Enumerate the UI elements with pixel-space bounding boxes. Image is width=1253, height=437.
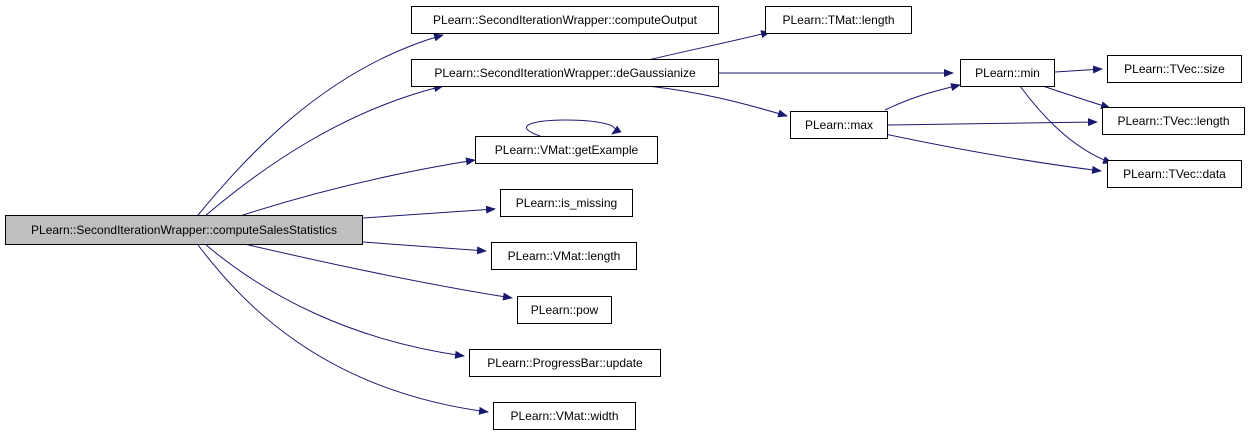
- node-compute-output[interactable]: PLearn::SecondIterationWrapper::computeO…: [411, 6, 719, 34]
- edge-root-to-is-missing: [362, 205, 496, 219]
- node-min[interactable]: PLearn::min: [960, 59, 1055, 87]
- node-de-gaussianize[interactable]: PLearn::SecondIterationWrapper::deGaussi…: [411, 59, 719, 87]
- node-tvec-size[interactable]: PLearn::TVec::size: [1107, 55, 1242, 83]
- edge-root-to-pow: [239, 242, 513, 301]
- node-pow[interactable]: PLearn::pow: [517, 296, 612, 324]
- node-tmat-length[interactable]: PLearn::TMat::length: [765, 6, 912, 34]
- edge-get-example-self-loop: [526, 119, 622, 137]
- node-vmat-width[interactable]: PLearn::VMat::width: [493, 402, 636, 430]
- node-compute-sales-statistics[interactable]: PLearn::SecondIterationWrapper::computeS…: [5, 215, 363, 245]
- node-vmat-length[interactable]: PLearn::VMat::length: [491, 242, 637, 270]
- edge-de-gaussianize-to-max: [647, 85, 788, 118]
- node-max[interactable]: PLearn::max: [790, 111, 888, 139]
- edge-max-to-tvec-length: [887, 118, 1098, 127]
- edge-root-to-compute-output: [197, 33, 444, 216]
- edge-max-to-tvec-data: [884, 133, 1102, 174]
- edge-max-to-min: [884, 83, 961, 111]
- edge-min-to-tvec-size: [1054, 65, 1103, 74]
- edge-root-to-progressbar-update: [204, 243, 465, 359]
- node-get-example[interactable]: PLearn::VMat::getExample: [475, 136, 658, 164]
- node-tvec-length[interactable]: PLearn::TVec::length: [1102, 107, 1245, 135]
- edge-de-gaussianize-to-tmat-length: [647, 30, 771, 61]
- node-is-missing[interactable]: PLearn::is_missing: [500, 189, 633, 217]
- edge-root-to-de-gaussianize: [204, 84, 444, 217]
- edge-root-to-vmat-width: [197, 244, 489, 415]
- edge-min-to-tvec-length: [1039, 84, 1111, 110]
- edge-min-to-tvec-data: [1019, 85, 1113, 164]
- edge-root-to-vmat-length: [362, 241, 487, 255]
- edge-root-to-get-example: [239, 157, 476, 217]
- node-progressbar-update[interactable]: PLearn::ProgressBar::update: [469, 349, 661, 377]
- node-tvec-data[interactable]: PLearn::TVec::data: [1107, 160, 1242, 188]
